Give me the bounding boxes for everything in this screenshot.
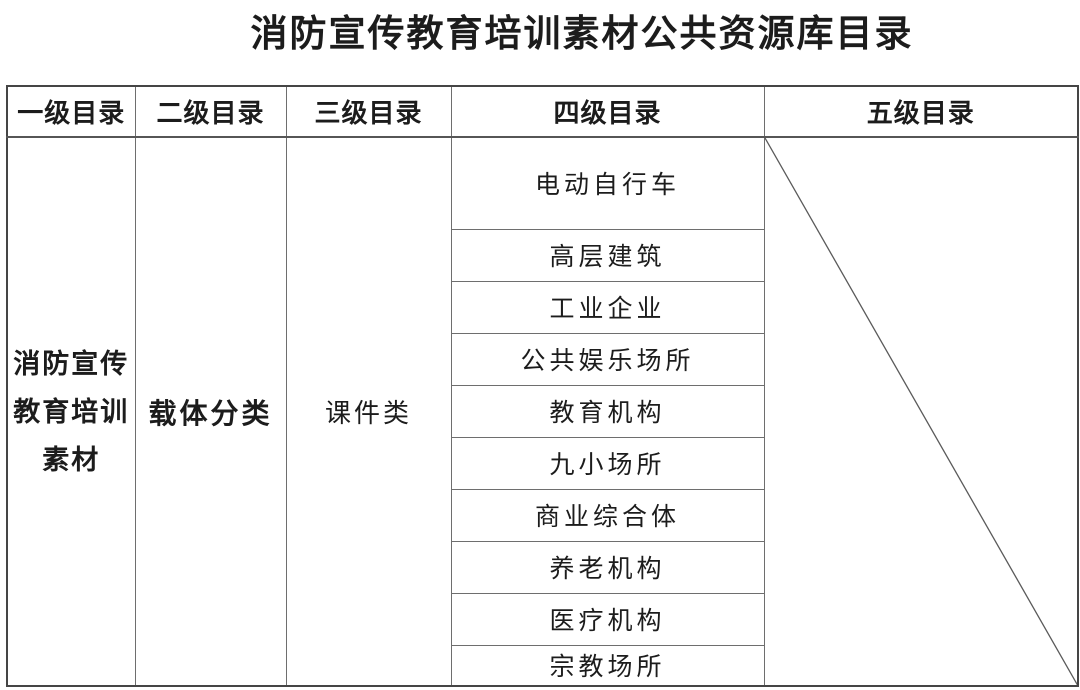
cell-level4-item: 高层建筑 [450,228,765,282]
table-row: 宗教场所 [7,644,1078,687]
table-row: 商业综合体 [7,488,1078,542]
page-title: 消防宣传教育培训素材公共资源库目录 [250,14,914,55]
cell-level4-item: 养老机构 [450,540,765,594]
cell-level1-category: 消防宣传 教育培训 素材 [6,136,136,687]
cell-level4-item: 公共娱乐场所 [450,332,765,386]
table-header-row: 一级目录 二级目录 三级目录 四级目录 五级目录 [6,85,1079,138]
cell-level4-item: 医疗机构 [450,592,765,646]
directory-table: 一级目录 二级目录 三级目录 四级目录 五级目录 消防宣传 教育培训 素材 载体… [6,85,1079,687]
header-level2: 二级目录 [134,85,287,138]
diagonal-line-icon [765,138,1078,685]
header-level3: 三级目录 [285,85,452,138]
cell-level3-category: 课件类 [285,136,452,687]
cell-level2-category: 载体分类 [134,136,287,687]
cell-level5-empty [763,136,1079,687]
cell-level4-item: 工业企业 [450,280,765,334]
cell-level4-item: 九小场所 [450,436,765,490]
cell-level4-item: 电动自行车 [450,136,765,230]
header-level5: 五级目录 [763,85,1079,138]
table-row: 工业企业 [7,280,1078,334]
table-row: 高层建筑 [7,228,1078,282]
cell-level4-item: 教育机构 [450,384,765,438]
header-level4: 四级目录 [450,85,765,138]
table-row: 消防宣传 教育培训 素材 载体分类 课件类 电动自行车 [6,136,1079,687]
header-level1: 一级目录 [6,85,136,138]
table-row: 公共娱乐场所 [7,332,1078,386]
cell-level4-item: 宗教场所 [450,644,765,687]
cell-level4-item: 商业综合体 [450,488,765,542]
